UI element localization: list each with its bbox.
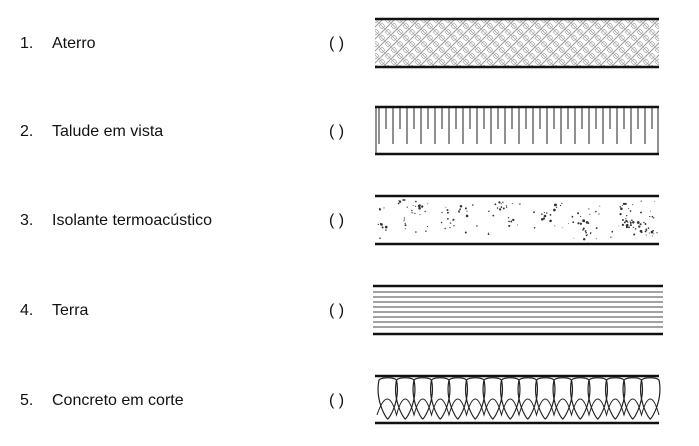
comb-tick-pattern: [373, 104, 663, 160]
hatched-diamond-pattern: [373, 17, 663, 73]
item-number: 2.: [20, 123, 34, 140]
loop-insulation-pattern: [373, 373, 663, 429]
answer-blank[interactable]: ( ): [329, 212, 345, 229]
item-number: 1.: [20, 35, 34, 52]
list-item: 2. Talude em vista ( ): [0, 104, 699, 164]
item-label: Aterro: [52, 35, 96, 52]
item-number: 3.: [20, 212, 34, 229]
item-label: Isolante termoacústico: [52, 212, 213, 229]
item-number: 4.: [20, 302, 34, 319]
list-item: 1. Aterro ( ): [0, 14, 699, 74]
answer-blank[interactable]: ( ): [329, 123, 345, 140]
answer-blank[interactable]: ( ): [329, 302, 345, 319]
speckled-dots-pattern: [373, 193, 663, 249]
item-label: Terra: [52, 302, 89, 319]
list-item: 4. Terra ( ): [0, 283, 699, 343]
horizontal-lines-pattern: [373, 283, 663, 339]
item-label: Talude em vista: [52, 123, 164, 140]
list-item: 3. Isolante termoacústico ( ): [0, 193, 699, 253]
item-number: 5.: [20, 392, 34, 409]
item-label: Concreto em corte: [52, 392, 184, 409]
list-item: 5. Concreto em corte ( ): [0, 373, 699, 433]
answer-blank[interactable]: ( ): [329, 35, 345, 52]
answer-blank[interactable]: ( ): [329, 392, 345, 409]
